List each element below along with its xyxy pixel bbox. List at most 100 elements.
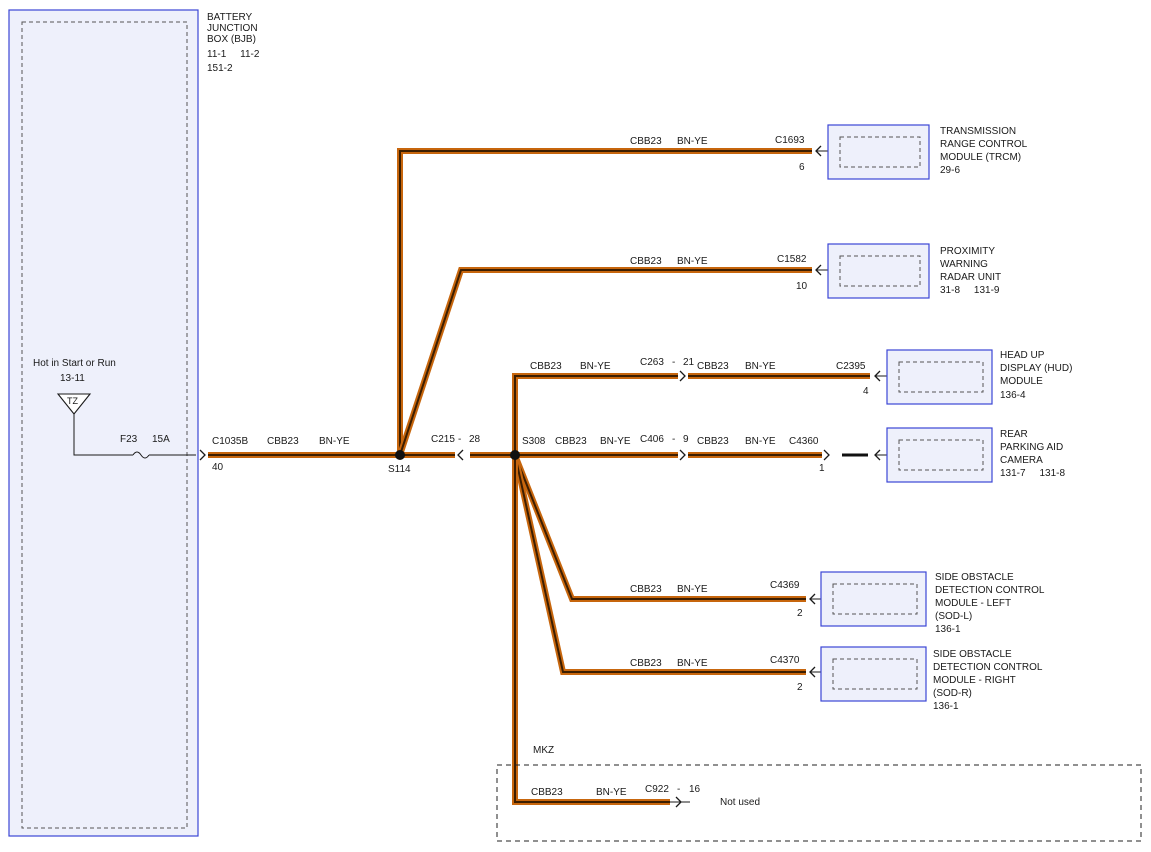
module-label-line: CAMERA bbox=[1000, 455, 1043, 466]
module-label-line: RANGE CONTROL bbox=[940, 139, 1028, 150]
bjb-label-line: JUNCTION bbox=[207, 23, 258, 34]
power-label: Hot in Start or Run bbox=[33, 358, 116, 369]
circuit-code: CBB23 bbox=[630, 136, 662, 147]
wire-color: BN-YE bbox=[745, 436, 776, 447]
module-label-line: DETECTION CONTROL bbox=[933, 662, 1043, 673]
wire-color: BN-YE bbox=[677, 658, 708, 669]
module-label-line: SIDE OBSTACLE bbox=[935, 572, 1014, 583]
connector-name: C263 bbox=[640, 357, 664, 368]
connector-name: C4369 bbox=[770, 580, 800, 591]
connector-name: C1035B bbox=[212, 436, 248, 447]
bjb-label-line: 151-2 bbox=[207, 63, 233, 74]
connector-pin: 10 bbox=[796, 281, 808, 292]
wire-color: BN-YE bbox=[677, 136, 708, 147]
connector-pin: 6 bbox=[799, 162, 805, 173]
connector-name: C406 bbox=[640, 434, 664, 445]
wire-color: BN-YE bbox=[596, 787, 627, 798]
module-label-line: 131-7 131-8 bbox=[1000, 468, 1065, 479]
module-label-line: RADAR UNIT bbox=[940, 272, 1001, 283]
module-label-line: TRANSMISSION bbox=[940, 126, 1016, 137]
option-label: MKZ bbox=[533, 745, 554, 756]
circuit-code: CBB23 bbox=[630, 256, 662, 267]
pin-separator: - bbox=[672, 357, 675, 368]
connector-pin: 40 bbox=[212, 462, 224, 473]
pin-separator: - bbox=[677, 784, 680, 795]
tz-symbol-icon bbox=[56, 393, 92, 415]
pin-separator: - bbox=[672, 434, 675, 445]
connector-pin: 28 bbox=[469, 434, 481, 445]
branch-hud: CBB23 BN-YE C263 - 21 CBB23 BN-YE C2395 … bbox=[530, 349, 1072, 405]
connector-pin: 4 bbox=[863, 386, 869, 397]
module-label-line: 31-8 131-9 bbox=[940, 285, 1000, 296]
module-label-line: REAR bbox=[1000, 429, 1028, 440]
trcm-module bbox=[827, 124, 930, 180]
connector-name: C1582 bbox=[777, 254, 807, 265]
sod-left-module bbox=[820, 571, 927, 627]
connector-name: C2395 bbox=[836, 361, 866, 372]
branch-trcm: CBB23 BN-YE C1693 6 TRANSMISSION RANGE C… bbox=[630, 124, 1028, 180]
wire-color: BN-YE bbox=[745, 361, 776, 372]
module-label-line: (SOD-R) bbox=[933, 688, 972, 699]
wire-color: BN-YE bbox=[677, 584, 708, 595]
connector-name: C1693 bbox=[775, 135, 805, 146]
module-label-line: HEAD UP bbox=[1000, 350, 1045, 361]
sod-right-module bbox=[820, 646, 927, 702]
power-ref: 13-11 bbox=[60, 373, 85, 384]
connector-name: C922 bbox=[645, 784, 669, 795]
circuit-code: CBB23 bbox=[531, 787, 563, 798]
power-source: Hot in Start or Run 13-11 TZ F23 15A bbox=[33, 358, 196, 459]
wire-color: BN-YE bbox=[319, 436, 350, 447]
module-label-line: 136-1 bbox=[933, 701, 959, 712]
radar-module bbox=[827, 243, 930, 299]
splice-name: S308 bbox=[522, 436, 546, 447]
camera-module bbox=[886, 427, 993, 483]
pin-separator: - bbox=[458, 434, 461, 445]
wire-color: BN-YE bbox=[600, 436, 631, 447]
connector-c1035b: C1035B 40 CBB23 BN-YE bbox=[199, 436, 350, 473]
connector-name: C4360 bbox=[789, 436, 819, 447]
circuit-code: CBB23 bbox=[267, 436, 299, 447]
wires bbox=[208, 148, 870, 805]
splice-s114: S114 bbox=[388, 450, 411, 475]
module-label-line: 29-6 bbox=[940, 165, 960, 176]
fuse-icon bbox=[132, 451, 150, 459]
connector-c215: C215 - 28 bbox=[431, 434, 481, 461]
connector-pin: 21 bbox=[683, 357, 695, 368]
connector-name: C4370 bbox=[770, 655, 800, 666]
hud-module bbox=[886, 349, 993, 405]
module-label-line: MODULE - LEFT bbox=[935, 598, 1011, 609]
tz-symbol-text: TZ bbox=[67, 396, 78, 406]
branch-camera: C406 - 9 CBB23 BN-YE C4360 1 REAR PARKIN… bbox=[640, 427, 1065, 483]
circuit-code: CBB23 bbox=[555, 436, 587, 447]
connector-pin: 16 bbox=[689, 784, 701, 795]
connector-pin: 9 bbox=[683, 434, 689, 445]
module-label-line: MODULE bbox=[1000, 376, 1043, 387]
splice-s308: S308 CBB23 BN-YE bbox=[510, 436, 631, 460]
module-label-line: (SOD-L) bbox=[935, 611, 972, 622]
mkz-option: MKZ CBB23 BN-YE C922 - 16 Not used bbox=[496, 745, 1142, 842]
fuse-name: F23 bbox=[120, 434, 138, 445]
battery-junction-box bbox=[8, 9, 199, 837]
module-label-line: PARKING AID bbox=[1000, 442, 1063, 453]
connector-pin: 2 bbox=[797, 608, 803, 619]
bjb-label-line: BOX (BJB) bbox=[207, 34, 256, 45]
module-label-line: 136-1 bbox=[935, 624, 961, 635]
module-label-line: DETECTION CONTROL bbox=[935, 585, 1045, 596]
connector-name: C215 bbox=[431, 434, 455, 445]
circuit-code: CBB23 bbox=[697, 436, 729, 447]
module-label-line: 136-4 bbox=[1000, 390, 1026, 401]
branch-radar: CBB23 BN-YE C1582 10 PROXIMITY WARNING R… bbox=[630, 243, 1001, 299]
splice-name: S114 bbox=[388, 464, 411, 475]
circuit-code: CBB23 bbox=[530, 361, 562, 372]
circuit-code: CBB23 bbox=[630, 658, 662, 669]
bjb-label-line: BATTERY bbox=[207, 12, 253, 23]
module-label-line: SIDE OBSTACLE bbox=[933, 649, 1012, 660]
branch-sod-left: CBB23 BN-YE C4369 2 SIDE OBSTACLE DETECT… bbox=[630, 571, 1045, 635]
module-label-line: PROXIMITY bbox=[940, 246, 995, 257]
module-label-line: WARNING bbox=[940, 259, 988, 270]
module-label-line: MODULE - RIGHT bbox=[933, 675, 1016, 686]
module-label-line: MODULE (TRCM) bbox=[940, 152, 1021, 163]
fuse-rating: 15A bbox=[152, 434, 170, 445]
connector-pin: 2 bbox=[797, 682, 803, 693]
